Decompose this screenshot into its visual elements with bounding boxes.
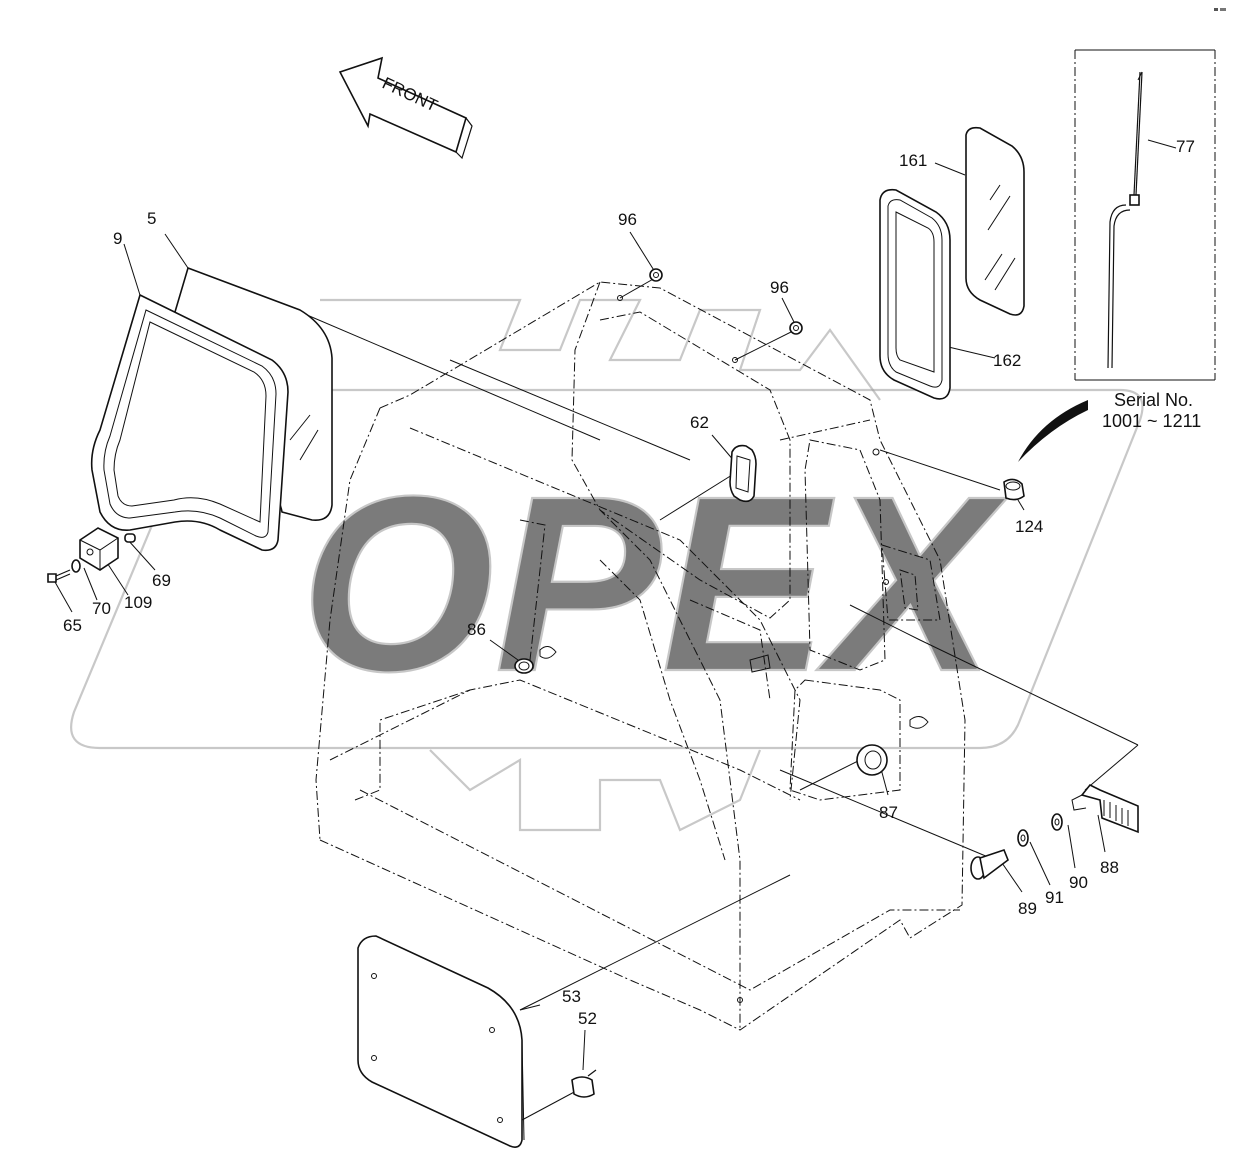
callout-87: 87: [879, 803, 898, 822]
part-9-window-seal: [90, 293, 289, 552]
serial-range: 1001 ~ 1211: [1102, 411, 1201, 431]
part-53-panel: [357, 935, 525, 1148]
part-124-grommet: [1003, 478, 1025, 501]
part-161-side-glass: [965, 126, 1025, 316]
callout-65: 65: [63, 616, 82, 635]
part-69-pin: [124, 533, 136, 543]
callout-9: 9: [113, 229, 122, 248]
cab-frame: [315, 281, 978, 1031]
callout-109: 109: [124, 593, 152, 612]
part-96-nut-a: [649, 268, 663, 282]
callout-89: 89: [1018, 899, 1037, 918]
part-89-bolt: [970, 849, 1009, 880]
part-62-handle: [729, 444, 757, 503]
serial-title: Serial No.: [1114, 390, 1193, 410]
callout-96a: 96: [618, 210, 637, 229]
callout-70: 70: [92, 599, 111, 618]
part-109-bracket: [79, 527, 119, 571]
part-90-washer: [1051, 813, 1063, 831]
callout-88: 88: [1100, 858, 1119, 877]
callout-62: 62: [690, 413, 709, 432]
part-77-antenna: [1107, 71, 1143, 369]
callout-96b: 96: [770, 278, 789, 297]
callout-124: 124: [1015, 517, 1043, 536]
part-87-seal-ring: [856, 744, 888, 776]
callout-91: 91: [1045, 888, 1064, 907]
antenna-inset-panel: [1074, 49, 1216, 381]
part-86-plug: [514, 658, 534, 674]
serial-pointer-arrow: [1018, 400, 1088, 462]
part-70-washer: [71, 559, 81, 573]
callout-53: 53: [562, 987, 581, 1006]
callout-52: 52: [578, 1009, 597, 1028]
watermark-logo: OPEX: [70, 298, 1144, 832]
front-direction-arrow: FRONT: [338, 56, 473, 160]
part-88-latch: [1071, 783, 1139, 834]
callout-90: 90: [1069, 873, 1088, 892]
part-91-washer: [1017, 829, 1029, 847]
watermark-text: OPEX: [300, 444, 1008, 723]
callout-161: 161: [899, 151, 927, 170]
callout-69: 69: [152, 571, 171, 590]
part-96-nut-b: [789, 321, 803, 335]
callout-labels: 5 9 69 70 109 65 96 96 161 162 77 62 124…: [63, 137, 1201, 1028]
callout-86: 86: [467, 620, 486, 639]
part-65-bolt: [47, 569, 71, 583]
part-52-clip: [571, 1069, 597, 1098]
callout-77: 77: [1176, 137, 1195, 156]
part-162-side-seal: [879, 188, 951, 400]
corner-mark: [1214, 8, 1226, 11]
callout-162: 162: [993, 351, 1021, 370]
callout-5: 5: [147, 209, 156, 228]
